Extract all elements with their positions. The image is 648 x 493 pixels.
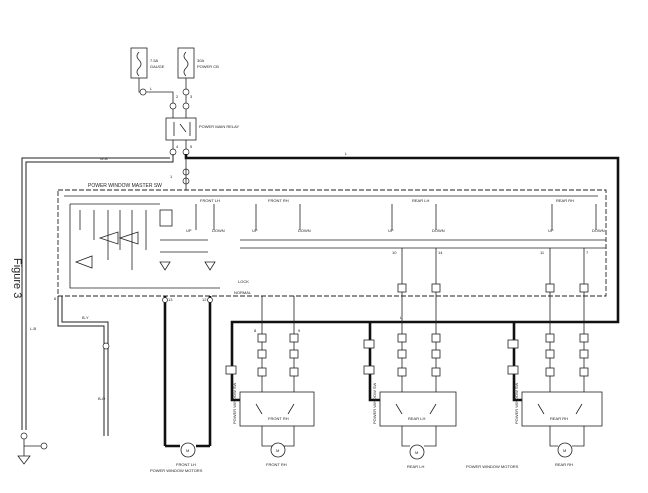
motor-symbol: M bbox=[563, 448, 566, 453]
connector bbox=[162, 297, 168, 303]
wire-tag: L bbox=[345, 151, 348, 156]
connector bbox=[207, 297, 213, 303]
pin-number: 3 bbox=[190, 94, 193, 99]
window-switch-label: POWER WINDOW SW bbox=[232, 382, 237, 424]
master-section-rear-rh: REAR RH bbox=[556, 198, 574, 203]
motors-group-label: POWER WINDOW MOTORS bbox=[466, 464, 519, 469]
wire-tag: B-Y bbox=[82, 315, 89, 320]
window-switch-label: POWER WINDOW SW bbox=[372, 382, 377, 424]
fuse-gauge-rating: 7.5A bbox=[150, 58, 159, 63]
motor-symbol: M bbox=[276, 448, 279, 453]
motor-front-rh: M FRONT RH bbox=[266, 442, 287, 467]
connector bbox=[102, 342, 110, 350]
rear-rh-window-switch: POWER WINDOW SW REAR RH bbox=[514, 382, 603, 427]
motor-name: FRONT RH bbox=[266, 462, 287, 467]
motor-symbol: M bbox=[186, 448, 189, 453]
connector bbox=[40, 442, 48, 450]
rear-rh-column: 11 7 bbox=[507, 248, 589, 402]
pin-number: 10 bbox=[392, 250, 397, 255]
motor-symbol: M bbox=[415, 450, 418, 455]
wire-tag: L-B bbox=[30, 326, 37, 331]
front-rh-column bbox=[225, 296, 299, 402]
fuse-power-name: POWER CB bbox=[197, 64, 219, 69]
connector bbox=[169, 102, 177, 110]
relay-label: POWER MAIN RELAY bbox=[199, 124, 239, 129]
master-switch-label: POWER WINDOW MASTER SW bbox=[88, 183, 162, 189]
motor-name: REAR RH bbox=[555, 462, 573, 467]
pin-number: 5 bbox=[190, 144, 193, 149]
master-section-front-rh: FRONT RH bbox=[268, 198, 289, 203]
power-window-master-switch: POWER WINDOW MASTER SW FRONT LH FRONT RH… bbox=[57, 183, 607, 297]
wire-tag: L bbox=[400, 315, 403, 320]
switch-down-label: DOWN bbox=[298, 228, 311, 233]
window-switch-name: REAR RH bbox=[550, 416, 568, 421]
ground-symbol bbox=[17, 446, 31, 465]
pin-number: 8 bbox=[254, 328, 257, 333]
fuse-power: 30A POWER CB bbox=[177, 47, 219, 79]
motor-name: FRONT LH bbox=[176, 462, 196, 467]
pin-number: 13 bbox=[168, 297, 173, 302]
motor-rear-rh: M REAR RH bbox=[555, 442, 573, 467]
switch-up-label: UP bbox=[548, 228, 554, 233]
rear-lh-window-switch: POWER WINDOW SW REAR LH bbox=[372, 382, 457, 427]
switch-up-label: UP bbox=[252, 228, 258, 233]
pin-number: 12 bbox=[202, 297, 207, 302]
motor-front-lh: M FRONT LH POWER WINDOW MOTORS bbox=[150, 442, 203, 473]
wire-tag: L bbox=[150, 86, 153, 91]
switch-up-label: UP bbox=[186, 228, 192, 233]
fuse-power-rating: 30A bbox=[197, 58, 204, 63]
switch-down-label: DOWN bbox=[592, 228, 605, 233]
pin-number: 11 bbox=[540, 250, 545, 255]
wire-tag: B-O bbox=[98, 396, 105, 401]
wire-tag: W-B bbox=[100, 156, 108, 161]
pin-number: 6 bbox=[54, 296, 57, 301]
lock-label: LOCK bbox=[238, 279, 249, 284]
master-section-front-lh: FRONT LH bbox=[200, 198, 220, 203]
switch-down-label: DOWN bbox=[432, 228, 445, 233]
switch-up-label: UP bbox=[388, 228, 394, 233]
front-rh-window-switch: POWER WINDOW SW FRONT RH bbox=[232, 382, 315, 427]
master-section-rear-lh: REAR LH bbox=[412, 198, 429, 203]
pin-number: 14 bbox=[438, 250, 443, 255]
pin-number: 9 bbox=[298, 328, 301, 333]
figure-label: Figure 3 bbox=[11, 258, 23, 298]
window-switch-name: REAR LH bbox=[408, 416, 425, 421]
connector bbox=[182, 88, 190, 96]
pin-number: 4 bbox=[176, 144, 179, 149]
pin-number: 2 bbox=[176, 94, 179, 99]
normal-label: NORMAL bbox=[234, 290, 252, 295]
pin-number: 1 bbox=[170, 174, 173, 179]
window-switch-name: FRONT RH bbox=[268, 416, 289, 421]
connector bbox=[139, 88, 147, 96]
power-main-relay: POWER MAIN RELAY bbox=[165, 117, 239, 141]
switch-down-label: DOWN bbox=[212, 228, 225, 233]
connector bbox=[20, 432, 28, 440]
fuse-gauge-name: GAUGE bbox=[150, 64, 165, 69]
window-switch-label: POWER WINDOW SW bbox=[514, 382, 519, 424]
motor-rear-lh: M REAR LH bbox=[407, 444, 424, 469]
rear-lh-column: 10 14 bbox=[363, 248, 443, 402]
fuse-gauge: 7.5A GAUGE bbox=[130, 47, 165, 79]
connector bbox=[182, 102, 190, 110]
motor-name: REAR LH bbox=[407, 464, 424, 469]
pin-number: 7 bbox=[586, 250, 589, 255]
motors-group-label: POWER WINDOW MOTORS bbox=[150, 468, 203, 473]
